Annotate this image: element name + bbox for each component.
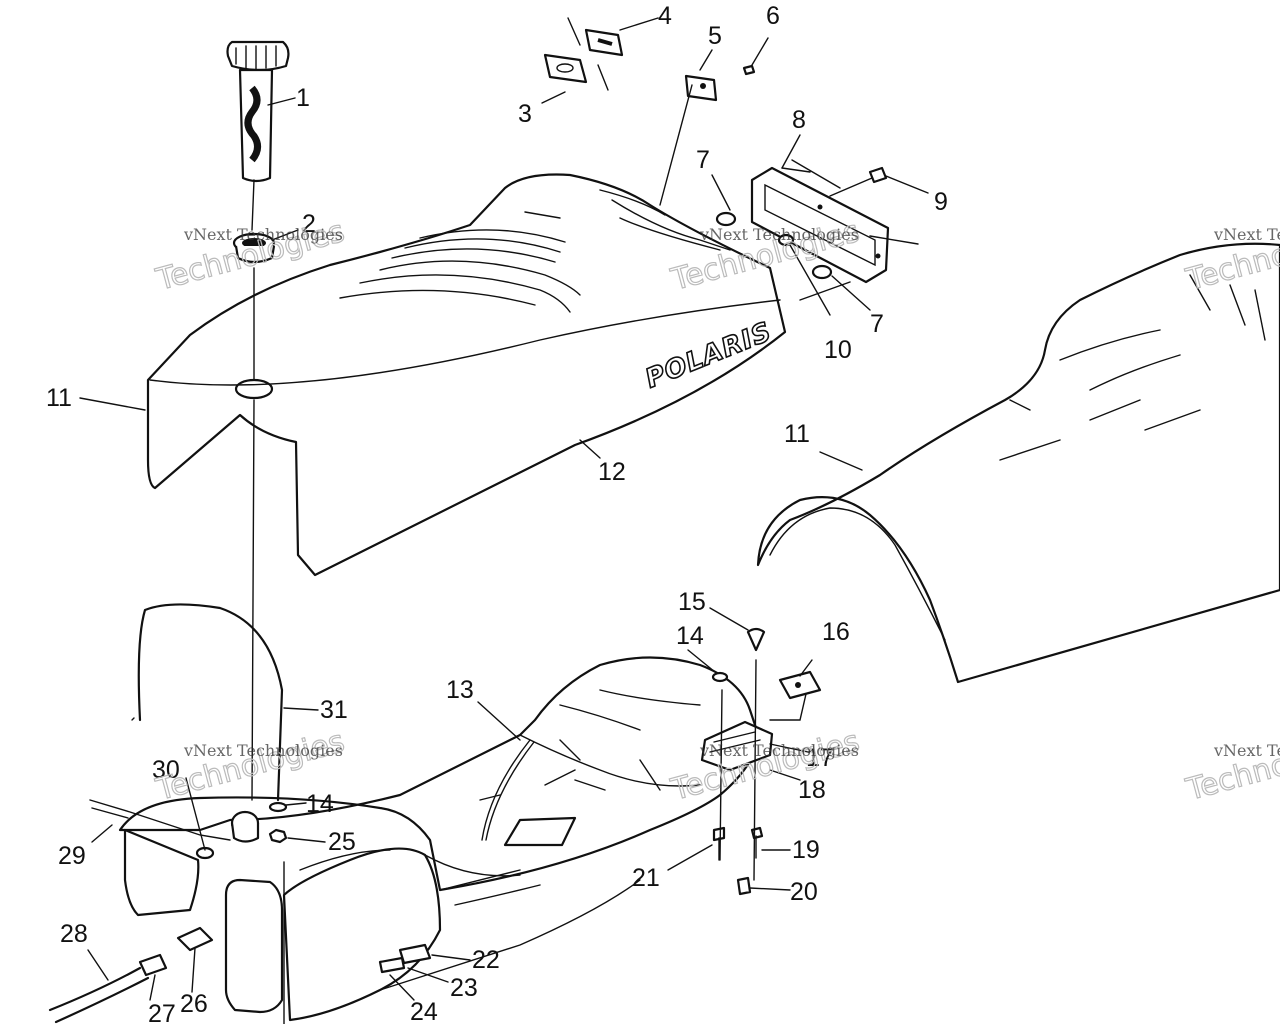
hose-part-28	[48, 926, 214, 1024]
callout-9: 9	[934, 188, 948, 216]
fuel-cap-part	[226, 40, 290, 231]
leader-lines	[79, 17, 929, 1001]
callout-19: 19	[792, 836, 820, 864]
watermark-small-3: vNext Technologies	[1213, 225, 1280, 244]
rivet-part-10	[777, 233, 795, 247]
watermark-small-2: vNext Technologies	[699, 225, 859, 244]
callout-7b: 7	[870, 310, 884, 338]
watermark-small-1: vNext Technologies	[183, 225, 343, 244]
callout-12: 12	[598, 458, 626, 486]
grommet-part	[232, 232, 276, 264]
callout-14b: 14	[676, 622, 704, 650]
callout-26: 26	[180, 990, 208, 1018]
fuel-tank-part	[89, 656, 762, 1022]
watermark-large-6: Technologies	[1182, 724, 1280, 808]
callout-11a: 11	[46, 384, 72, 412]
bolt-part-20	[736, 876, 752, 896]
callout-23: 23	[450, 974, 478, 1002]
bolt-part-19	[750, 826, 764, 859]
watermark-small-6: vNext Technologies	[1213, 741, 1280, 760]
watermark-small-4: vNext Technologies	[183, 741, 343, 760]
vent-tube-31	[137, 603, 284, 802]
pushpin-part-15	[746, 627, 766, 652]
callout-3: 3	[518, 100, 532, 128]
callout-15: 15	[678, 588, 706, 616]
callout-8: 8	[792, 106, 806, 134]
seat-base-part	[756, 242, 1280, 684]
callout-2: 2	[302, 210, 316, 238]
watermark-small-5: vNext Technologies	[699, 741, 859, 760]
screw-part-6	[742, 64, 756, 76]
callout-31: 31	[320, 696, 348, 724]
plate-part-3	[543, 53, 588, 84]
screw-part-9	[829, 166, 888, 197]
callout-20: 20	[790, 878, 818, 906]
plate-part-5	[684, 74, 718, 102]
callout-5: 5	[708, 22, 722, 50]
plate-part-4	[567, 17, 624, 91]
callout-1: 1	[296, 84, 310, 112]
callout-4: 4	[658, 2, 672, 30]
callout-30: 30	[152, 756, 180, 784]
callout-25: 25	[328, 828, 356, 856]
nut-part-25	[268, 828, 288, 844]
callout-29: 29	[58, 842, 86, 870]
callout-10: 10	[824, 336, 852, 364]
callout-7a: 7	[696, 146, 710, 174]
callout-16: 16	[822, 618, 850, 646]
callout-labels: 1 2 3 4 5 6 7 8 9 7 10 11 12 11 13 14 15…	[46, 2, 948, 1024]
callout-24: 24	[410, 998, 438, 1024]
callout-18: 18	[798, 776, 826, 804]
callout-17: 17	[806, 744, 834, 772]
callout-22: 22	[472, 946, 500, 974]
fitting-part-22	[378, 943, 432, 974]
callout-11b: 11	[784, 420, 810, 448]
seat-cover-part	[146, 173, 787, 577]
callout-13: 13	[446, 676, 474, 704]
callout-27: 27	[148, 1000, 176, 1024]
callout-14a: 14	[306, 790, 334, 818]
rivet-part-7	[715, 211, 833, 280]
bolt-part-21	[712, 826, 726, 861]
callout-21: 21	[632, 864, 660, 892]
bracket-part	[750, 159, 919, 301]
washer-part-14	[268, 671, 729, 813]
callout-6: 6	[766, 2, 780, 30]
callout-28: 28	[60, 920, 88, 948]
vent-tube-13	[481, 739, 531, 841]
bracket-part-16	[769, 670, 822, 721]
